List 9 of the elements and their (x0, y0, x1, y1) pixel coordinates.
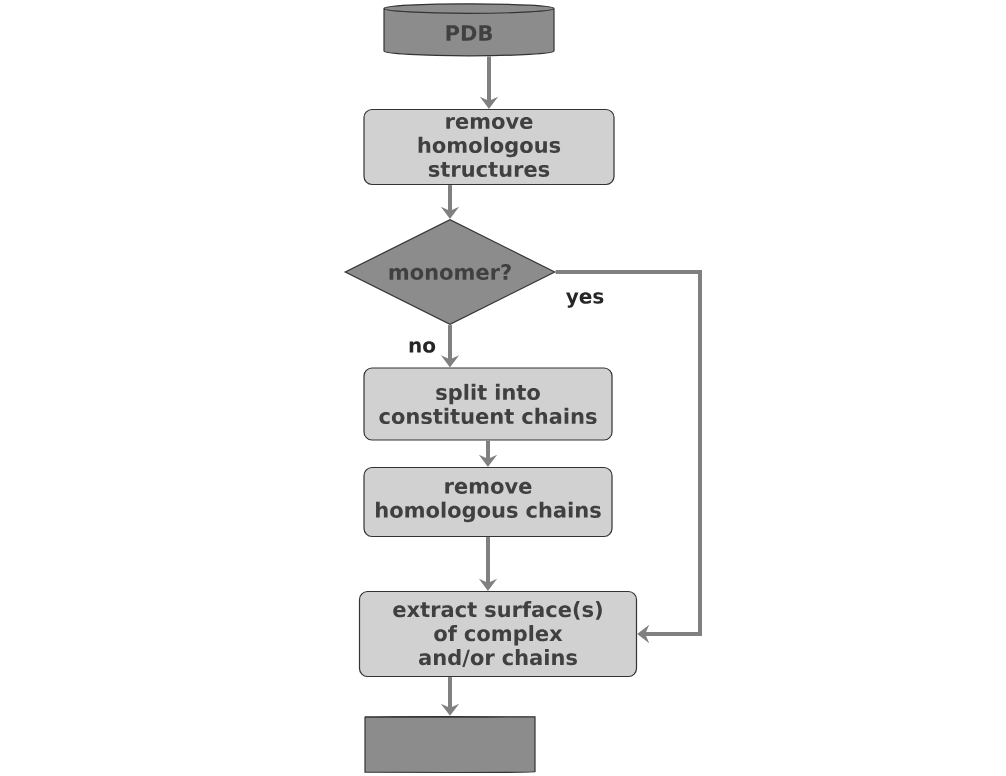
database-cylinder (364, 715, 536, 774)
process-box: split into constituent chains (363, 367, 613, 441)
edge-label: no (407, 340, 437, 354)
process-box: remove homologous structures (363, 108, 615, 186)
process-box: remove homologous chains (363, 466, 613, 538)
edge-label: yes (564, 291, 606, 309)
arrow (555, 270, 702, 644)
database-cylinder: PDB (383, 3, 555, 57)
process-box: extract surface(s) of complex and/or chains (358, 590, 638, 678)
